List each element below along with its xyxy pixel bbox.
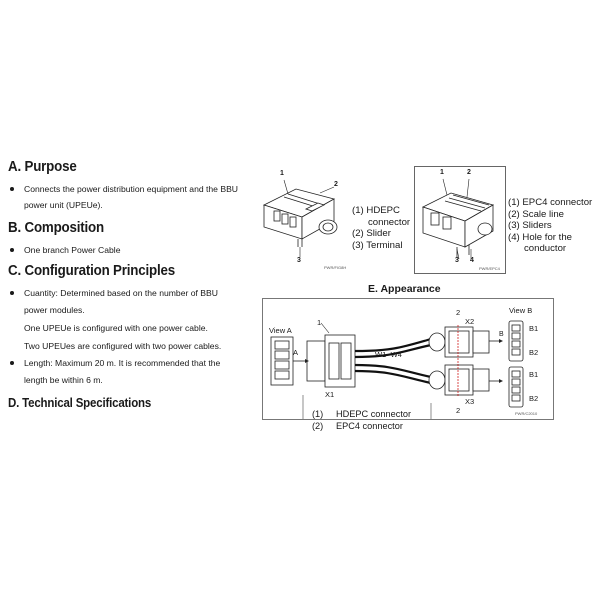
x1-label: X1 — [325, 390, 335, 399]
wires-label: W1~W4 — [375, 350, 402, 359]
callout-2-upper: 2 — [456, 308, 461, 317]
hdepc-figure-id: PWR/FIG8H — [324, 265, 347, 270]
appearance-figure: View A A 1 X1 W1~W4 2 X2 X3 2 B View B B… — [262, 298, 554, 420]
one-upeue-text: One UPEUe is configured with one power c… — [24, 323, 208, 333]
hdepc-callout-1: 1 — [280, 170, 284, 177]
technical-section: D. Technical Specifications — [8, 396, 164, 416]
appearance-legend-num-1: (1) — [312, 409, 324, 419]
epc4-legend-4b: conductor — [524, 243, 567, 254]
appearance-figure-id: PWR/C2010 — [515, 411, 538, 416]
hdepc-figure: 1 2 3 PWR/FIG8H — [254, 167, 348, 273]
epc4-callout-4: 4 — [470, 257, 474, 264]
quantity-line2: power modules. — [24, 305, 85, 315]
epc4-figure: 1 2 3 4 PWR/EPC4 — [414, 166, 506, 274]
hdepc-connector-drawing — [262, 179, 338, 257]
purpose-section: A. Purpose Connects the power distributi… — [8, 159, 238, 213]
epc4-legend-1: (1) EPC4 connector — [508, 197, 593, 208]
b1-lower: B1 — [529, 370, 539, 379]
view-b-label: View B — [509, 306, 533, 315]
hdepc-legend: (1) HDEPC connector (2) Slider (3) Termi… — [352, 205, 410, 251]
appearance-title: E. Appearance — [368, 283, 441, 295]
configuration-heading: C. Configuration Principles — [8, 263, 175, 279]
purpose-line1: Connects the power distribution equipmen… — [24, 184, 239, 194]
length-line2: length be within 6 m. — [24, 375, 103, 385]
purpose-bullet: Connects the power distribution equipmen… — [8, 181, 238, 213]
epc4-figure-id: PWR/EPC4 — [479, 266, 500, 271]
power-cable-drawing — [270, 320, 524, 419]
length-bullet: Length: Maximum 20 m. It is recommended … — [8, 355, 221, 389]
b1-upper: B1 — [529, 324, 539, 333]
two-upeue-text: Two UPEUes are configured with two power… — [24, 341, 222, 351]
configuration-section: C. Configuration Principles Cuantity: De… — [8, 263, 221, 389]
hdepc-legend-1b: connector — [368, 216, 411, 228]
epc4-callout-1: 1 — [440, 169, 444, 176]
bullet-icon — [10, 248, 14, 252]
view-a-label: View A — [269, 326, 292, 335]
arrow-a-label: A — [293, 348, 299, 357]
hdepc-legend-2: (2) Slider — [352, 228, 391, 239]
technical-heading: D. Technical Specifications — [8, 396, 152, 410]
arrow-b-label: B — [499, 331, 504, 338]
epc4-legend-3: (3) Sliders — [508, 220, 552, 231]
epc4-callout-2: 2 — [467, 169, 471, 176]
composition-bullet: One branch Power Cable — [8, 242, 121, 258]
epc4-legend-2: (2) Scale line — [508, 208, 564, 220]
appearance-legend-text-2: EPC4 connector — [336, 420, 403, 431]
epc4-callout-3: 3 — [455, 257, 459, 264]
bullet-icon — [10, 291, 14, 295]
composition-text: One branch Power Cable — [24, 245, 121, 255]
epc4-legend-4: (4) Hole for the — [508, 231, 572, 243]
b2-upper: B2 — [529, 348, 539, 357]
bullet-icon — [10, 187, 14, 191]
hdepc-callout-2: 2 — [334, 181, 338, 188]
length-line1: Length: Maximum 20 m. It is recommended … — [24, 358, 221, 368]
epc4-legend: (1) EPC4 connector (2) Scale line (3) Sl… — [508, 197, 592, 255]
appearance-legend-num-2: (2) — [312, 420, 324, 431]
appearance-legend-row-2: (2) EPC4 connector — [312, 421, 411, 433]
appearance-legend: (1) HDEPC connector (2) EPC4 connector — [312, 409, 411, 432]
hdepc-legend-3: (3) Terminal — [352, 239, 403, 251]
quantity-line1: Cuantity: Determined based on the number… — [24, 288, 218, 298]
bullet-icon — [10, 361, 14, 365]
hdepc-legend-1: (1) HDEPC — [352, 205, 400, 216]
purpose-line2: power unit (UPEUe). — [24, 200, 103, 210]
x2-label: X2 — [465, 317, 475, 326]
appearance-legend-row-1: (1) HDEPC connector — [312, 409, 411, 421]
purpose-heading: A. Purpose — [8, 159, 77, 175]
callout-1: 1 — [317, 318, 322, 327]
composition-heading: B. Composition — [8, 220, 104, 236]
callout-2-lower: 2 — [456, 406, 461, 415]
hdepc-callout-3: 3 — [297, 257, 301, 264]
b2-lower: B2 — [529, 394, 539, 403]
appearance-legend-text-1: HDEPC connector — [336, 409, 412, 419]
x3-label: X3 — [465, 397, 475, 406]
epc4-connector-drawing — [421, 178, 495, 260]
quantity-bullet: Cuantity: Determined based on the number… — [8, 285, 221, 319]
composition-section: B. Composition One branch Power Cable — [8, 220, 121, 258]
